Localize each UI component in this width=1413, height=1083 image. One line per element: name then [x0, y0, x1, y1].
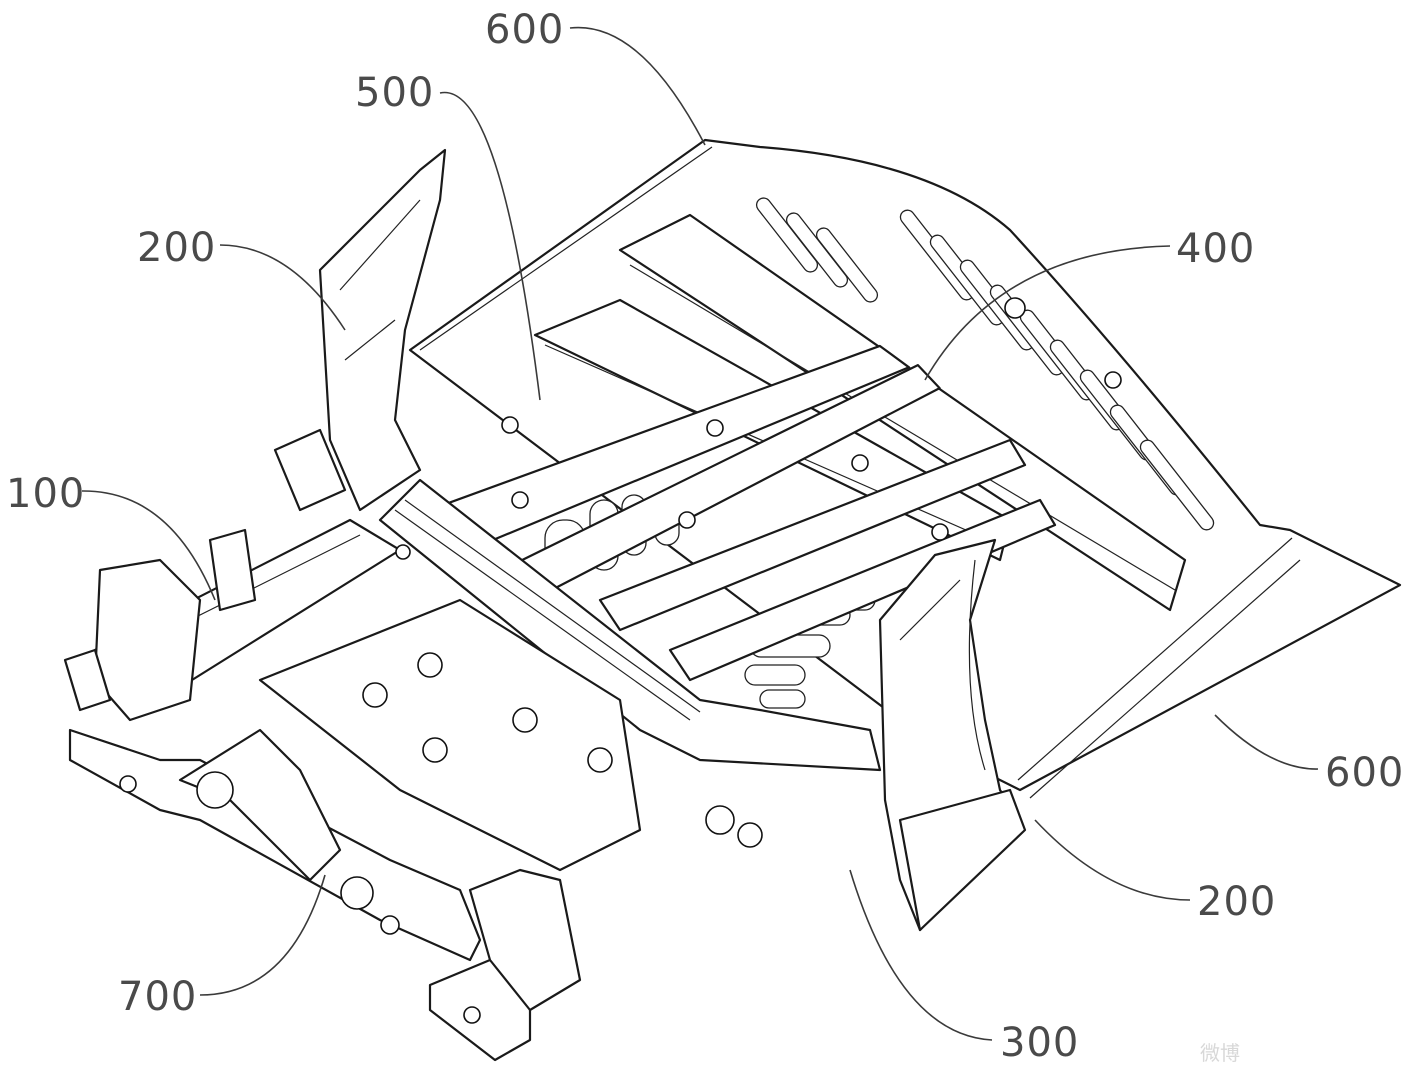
watermark: 微博: [1200, 1041, 1240, 1065]
left-upright: [273, 148, 447, 512]
right-upright: [878, 538, 1027, 932]
label-200-right: 200: [1197, 879, 1276, 925]
label-200-left: 200: [137, 225, 216, 271]
cross-members: [446, 213, 1187, 682]
subframe: [68, 598, 763, 1062]
label-700: 700: [118, 974, 197, 1020]
mounting-holes: [119, 297, 1122, 1024]
leader-600-right: [1214, 714, 1319, 770]
label-500: 500: [355, 70, 434, 116]
leader-400: [924, 245, 1171, 381]
leader-300: [849, 869, 993, 1041]
label-100: 100: [6, 471, 85, 517]
leader-200-left: [219, 244, 346, 331]
label-300: 300: [1000, 1020, 1079, 1066]
leader-600-top: [569, 26, 706, 146]
front-frame: [63, 518, 402, 722]
label-600-top: 600: [485, 7, 564, 53]
leader-100: [81, 490, 216, 601]
label-400: 400: [1176, 226, 1255, 272]
label-600-right: 600: [1325, 750, 1404, 796]
longitudinal-rail: [378, 478, 882, 772]
reference-numerals: 600 500 200 400 100 600 200 700 300: [6, 7, 1404, 1066]
leader-200-right: [1034, 819, 1191, 901]
leader-500: [439, 91, 541, 401]
leader-lines: [81, 26, 1319, 1041]
leader-700: [199, 874, 326, 996]
